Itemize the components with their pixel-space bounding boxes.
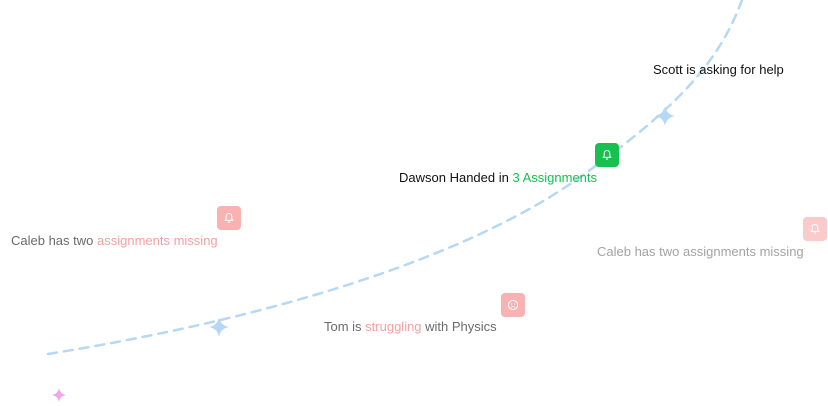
sparkle-icon xyxy=(655,106,675,126)
notification-text: Caleb has two assignments missing xyxy=(11,233,218,248)
notification-text: Scott is asking for help xyxy=(653,62,784,77)
bell-icon xyxy=(602,149,612,160)
notification-text: Tom is struggling with Physics xyxy=(324,319,497,334)
sparkle-icon xyxy=(209,317,229,337)
notification-text: Caleb has two assignments missing xyxy=(597,244,804,259)
notification-badge[interactable] xyxy=(217,206,241,230)
sad-face-icon xyxy=(507,299,519,311)
notification-badge[interactable] xyxy=(803,217,827,241)
sparkle-icon xyxy=(52,388,66,402)
notification-text: Dawson Handed in 3 Assignments xyxy=(399,170,598,185)
notification-badge[interactable] xyxy=(501,293,525,317)
bell-icon xyxy=(810,223,820,234)
notification-badge[interactable] xyxy=(595,143,619,167)
bell-icon xyxy=(224,212,234,223)
